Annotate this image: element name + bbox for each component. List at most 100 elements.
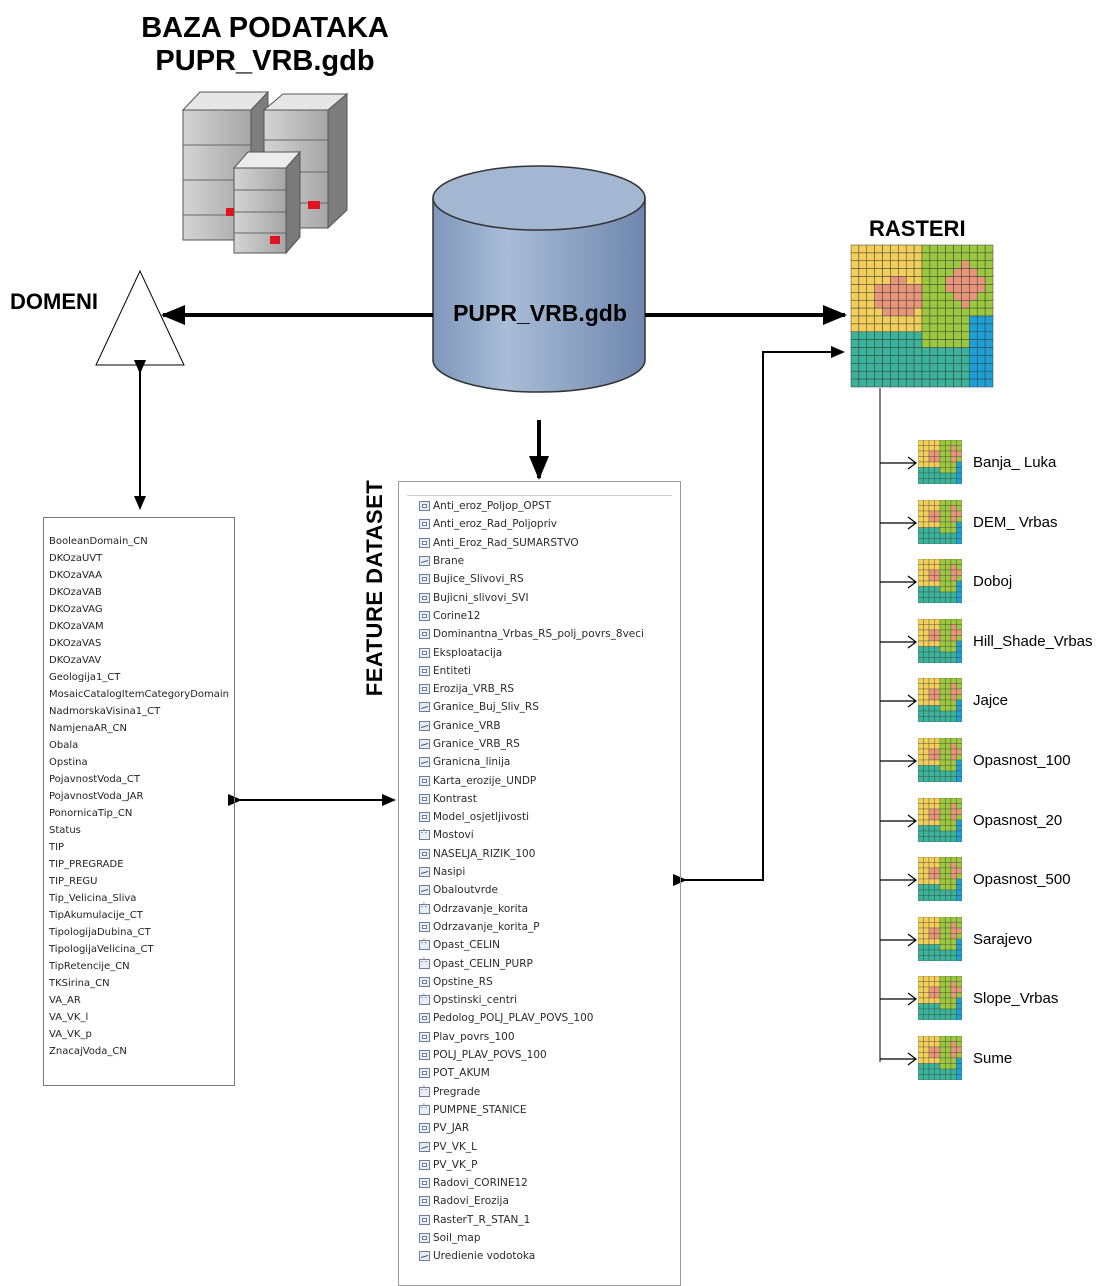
polyline-icon	[419, 739, 430, 749]
feature-class-item[interactable]: Plav_povrs_100	[419, 1028, 680, 1046]
feature-class-label: POT_AKUM	[433, 1067, 490, 1080]
domain-item: TipologijaVelicina_CT	[49, 944, 154, 955]
feature-class-label: PV_VK_L	[433, 1140, 477, 1153]
feature-class-item[interactable]: Opstine_RS	[419, 973, 680, 991]
polyline-icon	[419, 1141, 430, 1152]
domain-item: DKOzaVAA	[49, 570, 103, 581]
domain-item: PonornicaTip_CN	[49, 808, 133, 819]
raster-item[interactable]: Slope_Vrbas	[880, 976, 1107, 1022]
polygon-icon	[419, 1068, 430, 1079]
feature-class-item[interactable]: Odrzavanje_korita	[419, 900, 680, 918]
feature-class-item[interactable]: Granice_VRB_RS	[419, 735, 680, 753]
point-icon	[419, 827, 430, 841]
feature-class-item[interactable]: Nasipi	[419, 863, 680, 881]
polygon-icon	[419, 793, 430, 804]
feature-class-item[interactable]: Entiteti	[419, 662, 680, 680]
raster-name: Jajce	[973, 692, 1009, 710]
branch-arrow-icon	[880, 873, 917, 887]
branch-arrow-icon	[880, 575, 917, 589]
raster-thumbnail-icon	[918, 857, 962, 902]
raster-item[interactable]: Jajce	[880, 678, 1107, 724]
domeni-triangle-icon	[95, 269, 185, 366]
feature-class-label: Corine12	[433, 609, 481, 622]
domain-item: Opstina	[49, 757, 88, 768]
feature-class-item[interactable]: Opstinski_centri	[419, 991, 680, 1009]
raster-item[interactable]: Sarajevo	[880, 916, 1107, 963]
feature-class-item[interactable]: Obaloutvrde	[419, 881, 680, 899]
feature-class-item[interactable]: Uredienie vodotoka	[419, 1247, 680, 1265]
raster-name: Opasnost_500	[973, 871, 1071, 889]
feature-class-item[interactable]: Soil_map	[419, 1229, 680, 1247]
polygon-icon	[419, 1013, 430, 1024]
raster-item[interactable]: Opasnost_100	[880, 738, 1107, 784]
polygon-icon	[419, 610, 430, 621]
feature-class-item[interactable]: Brane	[419, 552, 680, 570]
raster-name: DEM_ Vrbas	[973, 513, 1058, 531]
polygon-icon	[419, 976, 430, 987]
raster-item[interactable]: Hill_Shade_Vrbas	[880, 618, 1107, 665]
feature-class-label: POLJ_PLAV_POVS_100	[433, 1049, 547, 1062]
feature-class-item[interactable]: Radovi_CORINE12	[419, 1174, 680, 1192]
feature-class-item[interactable]: NASELJA_RIZIK_100	[419, 845, 680, 863]
raster-item[interactable]: Doboj	[880, 559, 1107, 605]
feature-class-item[interactable]: Corine12	[419, 607, 680, 625]
polygon-icon	[419, 1233, 430, 1244]
raster-thumbnail-icon	[918, 797, 962, 842]
feature-class-item[interactable]: POLJ_PLAV_POVS_100	[419, 1046, 680, 1064]
domain-item: TIP_PREGRADE	[49, 859, 124, 870]
domain-item: TipRetencije_CN	[49, 961, 130, 972]
database-label: PUPR_VRB.gdb	[453, 300, 627, 326]
domain-item: BooleanDomain_CN	[49, 536, 148, 547]
feature-class-item[interactable]: Odrzavanje_korita_P	[419, 918, 680, 936]
title-line-1: BAZA PODATAKA	[141, 12, 389, 44]
feature-class-item[interactable]: Bujice_Slivovi_RS	[419, 570, 680, 588]
raster-item[interactable]: Opasnost_20	[880, 797, 1107, 844]
polygon-icon	[419, 1031, 430, 1042]
feature-class-item[interactable]: Opast_CELIN_PURP	[419, 954, 680, 972]
feature-class-item[interactable]: Kontrast	[419, 790, 680, 808]
feature-class-item[interactable]: PV_VK_L	[419, 1137, 680, 1155]
raster-item[interactable]: Opasnost_500	[880, 857, 1107, 903]
domain-item: VA_VK_p	[49, 1029, 92, 1040]
feature-class-item[interactable]: Anti_Eroz_Rad_SUMARSTVO	[419, 534, 680, 552]
feature-class-label: Entiteti	[433, 664, 471, 677]
feature-class-item[interactable]: Anti_eroz_Rad_Poljopriv	[419, 515, 680, 533]
domain-item: TIP	[49, 842, 65, 853]
feature-class-item[interactable]: PV_JAR	[419, 1119, 680, 1137]
feature-class-item[interactable]: PV_VK_P	[419, 1156, 680, 1174]
polygon-icon	[419, 537, 430, 548]
feature-class-item[interactable]: Pedolog_POLJ_PLAV_POVS_100	[419, 1009, 680, 1027]
feature-class-item[interactable]: Model_osjetljivosti	[419, 808, 680, 826]
branch-arrow-icon	[880, 635, 917, 649]
feature-class-label: Radovi_Erozija	[433, 1195, 509, 1208]
feature-class-label: Model_osjetljivosti	[433, 811, 530, 824]
feature-class-label: PV_JAR	[433, 1122, 470, 1135]
feature-class-item[interactable]: Pregrade	[419, 1083, 680, 1101]
domain-item: DKOzaUVT	[49, 553, 103, 564]
feature-class-item[interactable]: PUMPNE_STANICE	[419, 1101, 680, 1119]
feature-class-item[interactable]: Erozija_VRB_RS	[419, 680, 680, 698]
feature-class-label: Odrzavanje_korita	[433, 902, 529, 915]
feature-class-label: Bujicni_slivovi_SVI	[433, 591, 529, 604]
feature-class-item[interactable]: Anti_eroz_Poljop_OPST	[419, 497, 680, 515]
feature-class-item[interactable]: Granice_VRB	[419, 717, 680, 735]
feature-class-item[interactable]: Opast_CELIN	[419, 936, 680, 954]
domain-item: PojavnostVoda_JAR	[49, 791, 144, 802]
raster-item[interactable]: Sume	[880, 1036, 1107, 1082]
feature-class-item[interactable]: Karta_erozije_UNDP	[419, 771, 680, 789]
raster-item[interactable]: DEM_ Vrbas	[880, 499, 1107, 546]
polyline-icon	[419, 556, 430, 567]
feature-class-item[interactable]: RasterT_R_STAN_1	[419, 1211, 680, 1229]
raster-item[interactable]: Banja_ Luka	[880, 440, 1107, 486]
feature-class-item[interactable]: Granice_Buj_Sliv_RS	[419, 698, 680, 716]
feature-class-item[interactable]: POT_AKUM	[419, 1064, 680, 1082]
feature-class-item[interactable]: Mostovi	[419, 826, 680, 844]
feature-class-item[interactable]: Bujicni_slivovi_SVI	[419, 588, 680, 606]
raster-thumbnail-icon	[918, 440, 962, 484]
feature-class-item[interactable]: Dominantna_Vrbas_RS_polj_povrs_8veci	[419, 625, 680, 643]
domain-item: MosaicCatalogItemCategoryDomain	[49, 689, 230, 700]
feature-class-item[interactable]: Radovi_Erozija	[419, 1192, 680, 1210]
polyline-icon	[419, 757, 430, 768]
feature-class-item[interactable]: Granicna_linija	[419, 753, 680, 771]
feature-class-item[interactable]: Eksploatacija	[419, 643, 680, 661]
